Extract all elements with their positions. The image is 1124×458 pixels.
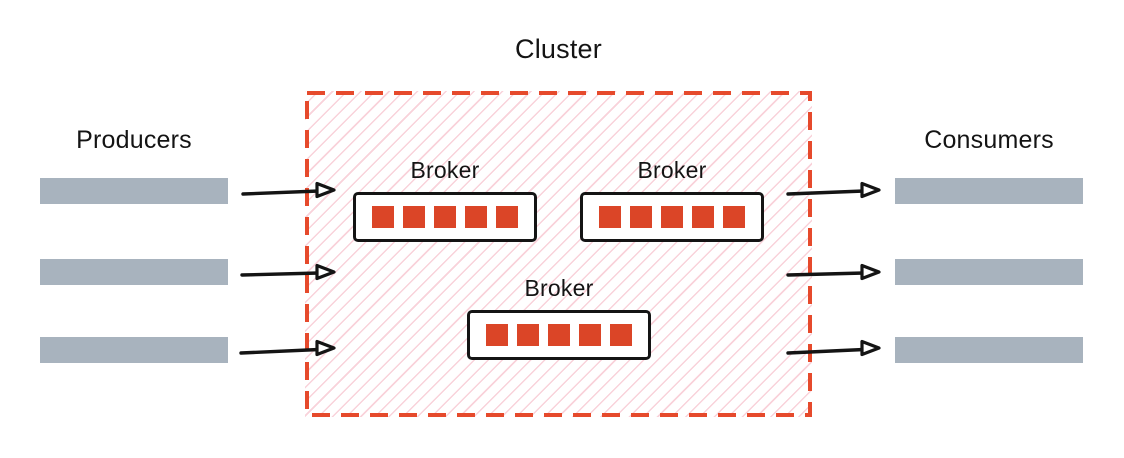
partition-square bbox=[599, 206, 621, 228]
cluster-boundary-area bbox=[305, 91, 812, 417]
partition-square bbox=[403, 206, 425, 228]
partition-square bbox=[496, 206, 518, 228]
cluster-title: Cluster bbox=[515, 34, 602, 64]
producer-bar bbox=[40, 178, 228, 204]
broker-3: Broker bbox=[467, 274, 651, 360]
partition-square bbox=[486, 324, 508, 346]
partition-square bbox=[661, 206, 683, 228]
broker-label: Broker bbox=[410, 157, 480, 183]
partition-square bbox=[610, 324, 632, 346]
consumers-group bbox=[895, 0, 1083, 458]
partition-square bbox=[548, 324, 570, 346]
partition-square bbox=[372, 206, 394, 228]
broker-label: Broker bbox=[637, 157, 707, 183]
partition-square bbox=[723, 206, 745, 228]
consumer-bar bbox=[895, 259, 1083, 285]
partition-square bbox=[692, 206, 714, 228]
producer-bar bbox=[40, 259, 228, 285]
broker-partitions bbox=[353, 192, 537, 242]
partition-square bbox=[630, 206, 652, 228]
partition-square bbox=[517, 324, 539, 346]
partition-square bbox=[579, 324, 601, 346]
partition-square bbox=[465, 206, 487, 228]
producers-label: Producers bbox=[76, 126, 192, 154]
broker-1: Broker bbox=[353, 156, 537, 242]
producers-group bbox=[40, 0, 228, 458]
consumer-bar bbox=[895, 337, 1083, 363]
broker-partitions bbox=[467, 310, 651, 360]
broker-partitions bbox=[580, 192, 764, 242]
consumers-label: Consumers bbox=[924, 126, 1054, 154]
broker-label: Broker bbox=[524, 275, 594, 301]
producer-bar bbox=[40, 337, 228, 363]
consumer-bar bbox=[895, 178, 1083, 204]
broker-2: Broker bbox=[580, 156, 764, 242]
partition-square bbox=[434, 206, 456, 228]
